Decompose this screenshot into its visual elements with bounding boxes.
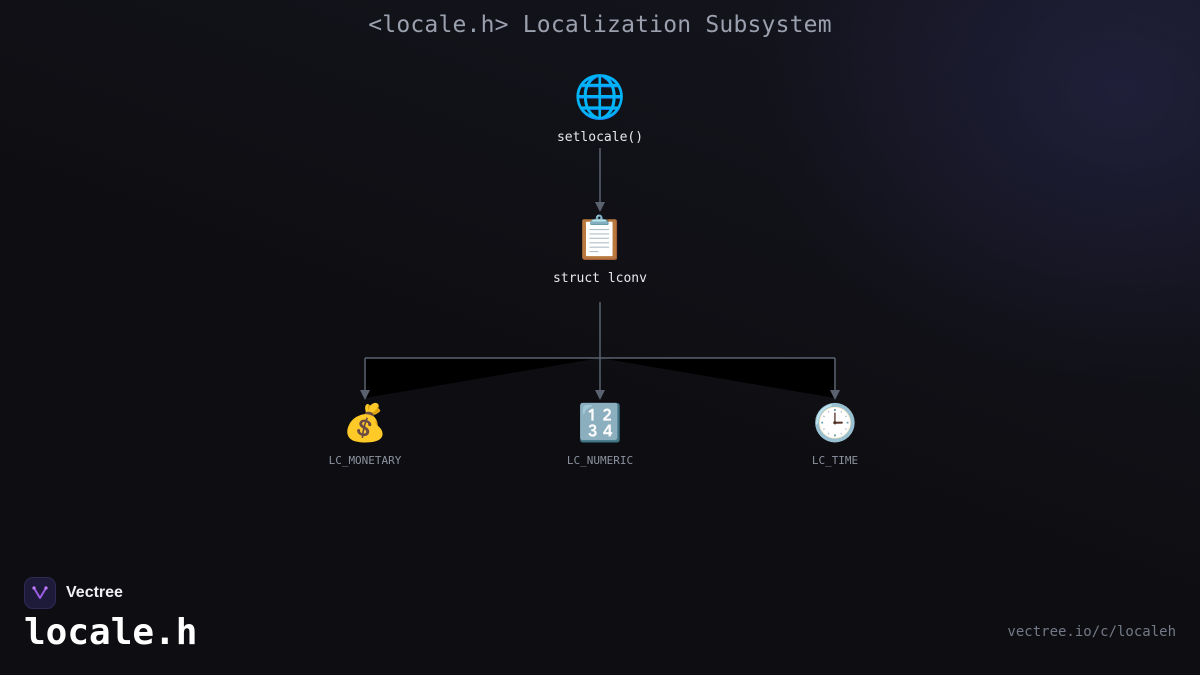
node-lconv-label: struct lconv (553, 271, 647, 286)
node-setlocale: 🌐 setlocale() (556, 72, 644, 146)
brand-name: Vectree (66, 584, 123, 601)
brand-block: Vectree locale.h (24, 577, 197, 653)
clock-icon: 🕒 (812, 403, 858, 444)
node-lc-numeric: 🔢 LC_NUMERIC (566, 403, 634, 468)
node-lc-monetary-label: LC_MONETARY (328, 454, 402, 467)
node-lc-numeric-label: LC_NUMERIC (566, 454, 634, 467)
node-lc-monetary: 💰 LC_MONETARY (328, 403, 402, 468)
money-bag-icon: 💰 (342, 403, 388, 444)
source-url: vectree.io/c/localeh (1007, 624, 1176, 640)
diagram-title: <locale.h> Localization Subsystem (368, 12, 832, 38)
page-title: locale.h (24, 612, 198, 653)
clipboard-icon: 📋 (573, 213, 627, 262)
node-setlocale-label: setlocale() (556, 130, 644, 145)
node-lc-time-label: LC_TIME (811, 454, 859, 467)
fan-left (365, 358, 600, 398)
vectree-logo-icon (24, 577, 56, 609)
node-lconv: 📋 struct lconv (553, 213, 647, 287)
node-lc-time: 🕒 LC_TIME (811, 403, 859, 468)
globe-icon: 🌐 (573, 72, 627, 121)
fan-right (600, 358, 835, 398)
numbers-icon: 🔢 (577, 403, 623, 444)
